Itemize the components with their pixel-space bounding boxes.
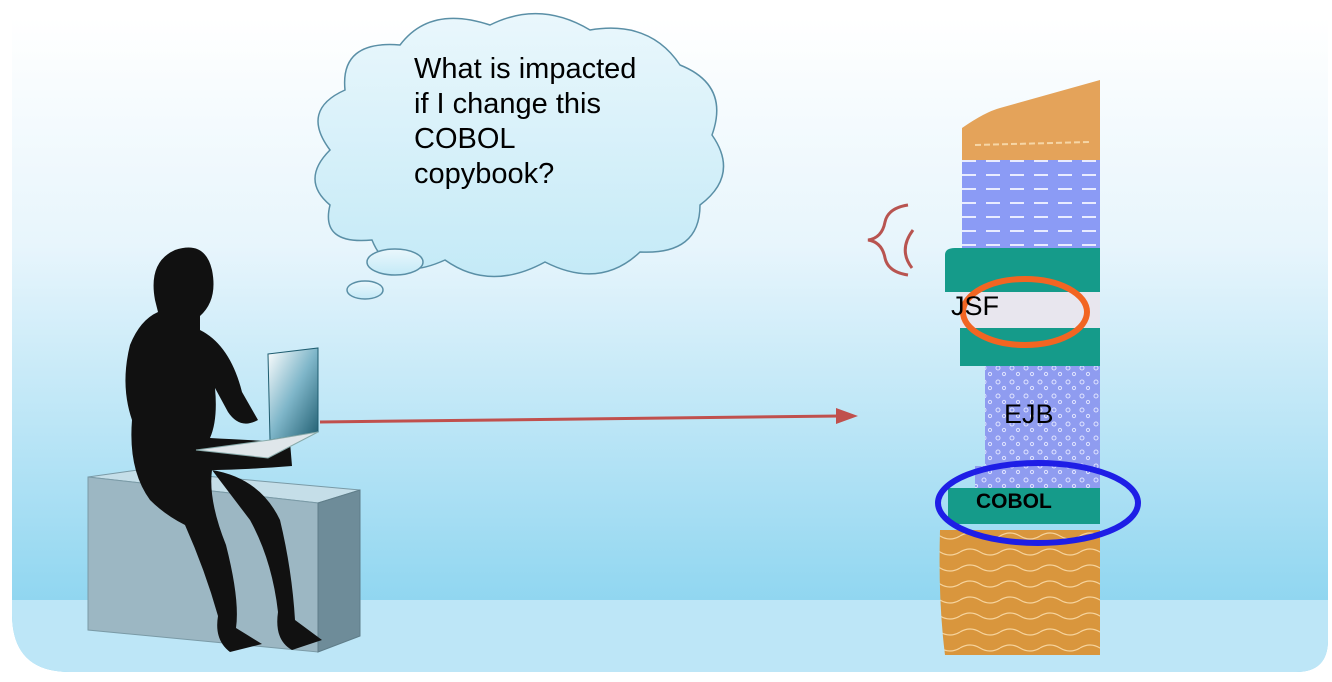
layer-cobol <box>948 488 1100 524</box>
thought-line-4: copybook? <box>414 158 555 190</box>
curly-brace-icon <box>867 203 909 277</box>
curly-brace-icon-lower <box>903 229 915 269</box>
layer-top <box>962 80 1100 160</box>
ejb-layer-label: EJB <box>1004 399 1054 429</box>
layer-bottom <box>939 530 1100 655</box>
layer-ui <box>962 160 1100 248</box>
layer-stack <box>939 80 1100 655</box>
thought-line-2: if I change this <box>414 88 601 120</box>
laptop-icon <box>195 347 319 459</box>
thought-line-1: What is impacted <box>414 53 637 85</box>
layer-green-top <box>945 248 1100 292</box>
jsf-highlight-ellipse <box>960 276 1090 348</box>
layer-jsf <box>960 292 1100 328</box>
cobol-layer-label: COBOL <box>976 490 1052 513</box>
impact-arrow <box>319 408 858 424</box>
layer-ejb <box>985 366 1100 466</box>
thought-bubble <box>314 12 725 300</box>
layer-cobol-top <box>975 466 1100 488</box>
thought-bubble-text: What is impacted if I change this COBOL … <box>414 52 714 192</box>
thought-line-3: COBOL <box>414 123 516 155</box>
jsf-layer-label: JSF <box>951 291 1000 321</box>
cobol-highlight-ellipse <box>935 460 1141 546</box>
